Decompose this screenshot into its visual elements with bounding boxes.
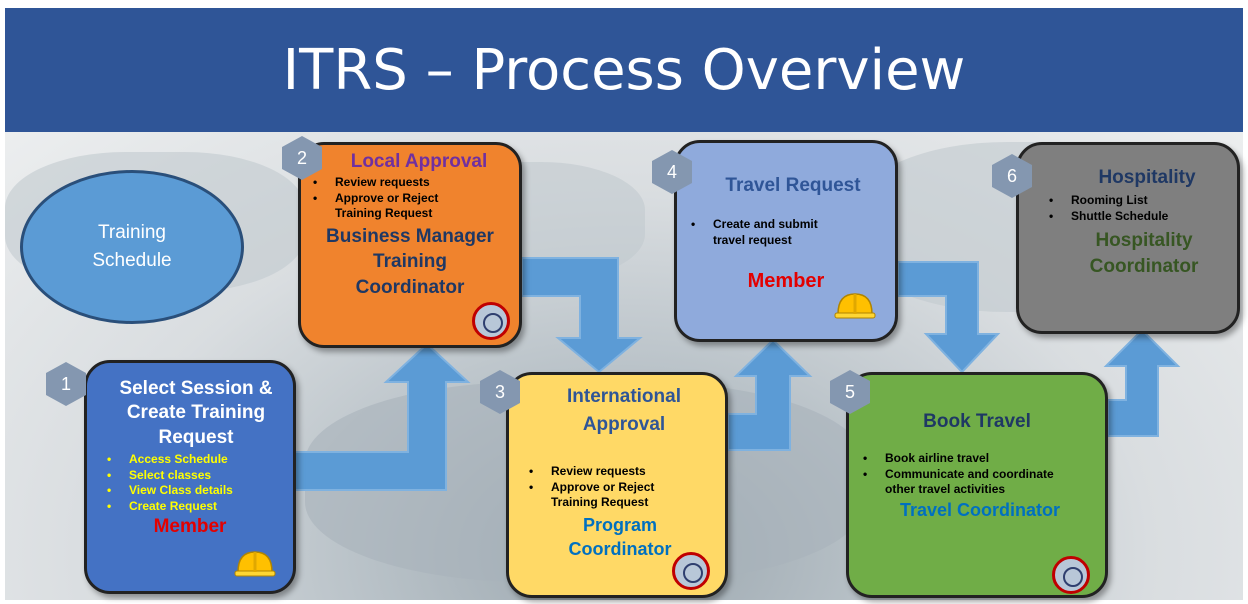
flow-arrow-1-2 bbox=[291, 342, 471, 491]
step-6-title: Hospitality bbox=[1098, 167, 1196, 188]
step-4-number-badge: 4 bbox=[652, 150, 692, 194]
step-1-bullet: Select classes bbox=[101, 468, 293, 484]
step-2-role: Business Manager Training Coordinator bbox=[326, 225, 494, 299]
step-1-number-badge: 1 bbox=[46, 362, 86, 406]
step-3-bullet: Review requests bbox=[523, 464, 725, 480]
step-4-title: Travel Request bbox=[725, 175, 861, 196]
step-2-card: Local Approval Review requests Approve o… bbox=[298, 142, 522, 348]
step-3-number-badge: 3 bbox=[480, 370, 520, 414]
step-5-bullet: Communicate and coordinate other travel … bbox=[857, 467, 1075, 498]
flow-arrow-4-5 bbox=[897, 261, 1001, 374]
training-schedule-node: Training Schedule bbox=[20, 170, 244, 324]
step-1-title: Select Session & Create Training Request bbox=[119, 378, 273, 448]
step-5-bullets: Book airline travel Communicate and coor… bbox=[857, 451, 1105, 498]
step-3-bullet: Approve or Reject Training Request bbox=[523, 480, 701, 511]
step-4-bullet: Create and submit travel request bbox=[685, 217, 833, 248]
step-3-bullets: Review requests Approve or Reject Traini… bbox=[523, 464, 725, 511]
step-1-bullet: Create Request bbox=[101, 499, 293, 515]
step-6-card: Hospitality Rooming List Shuttle Schedul… bbox=[1016, 142, 1240, 334]
hard-hat-icon bbox=[834, 293, 876, 319]
step-1-bullet: Access Schedule bbox=[101, 452, 293, 468]
step-3-role: Program Coordinator bbox=[568, 514, 672, 560]
step-6-bullet: Shuttle Schedule bbox=[1043, 209, 1237, 225]
step-2-bullets: Review requests Approve or Reject Traini… bbox=[307, 175, 519, 222]
page-header: ITRS – Process Overview bbox=[5, 8, 1243, 132]
step-5-title: Book Travel bbox=[923, 411, 1031, 432]
union-seal-icon bbox=[1052, 556, 1090, 594]
step-2-bullet: Approve or Reject Training Request bbox=[307, 191, 485, 222]
step-5-bullet: Book airline travel bbox=[857, 451, 1105, 467]
union-seal-icon bbox=[672, 552, 710, 590]
step-2-title: Local Approval bbox=[350, 151, 488, 172]
training-schedule-label: Training Schedule bbox=[92, 221, 172, 272]
step-1-card: Select Session & Create Training Request… bbox=[84, 360, 296, 594]
page-title: ITRS – Process Overview bbox=[282, 37, 966, 103]
step-4-role: Member bbox=[747, 270, 825, 293]
step-6-role: Hospitality Coordinator bbox=[1089, 230, 1199, 277]
step-3-title: International Approval bbox=[566, 386, 681, 435]
flow-arrow-5-6 bbox=[1103, 328, 1181, 437]
step-1-bullets: Access Schedule Select classes View Clas… bbox=[101, 452, 293, 514]
step-1-role: Member bbox=[153, 516, 227, 538]
step-2-bullet: Review requests bbox=[307, 175, 519, 191]
step-5-role: Travel Coordinator bbox=[899, 499, 1061, 520]
step-5-number-badge: 5 bbox=[830, 370, 870, 414]
union-seal-icon bbox=[472, 302, 510, 340]
step-6-bullets: Rooming List Shuttle Schedule bbox=[1043, 193, 1237, 224]
hard-hat-icon bbox=[234, 551, 276, 577]
step-1-bullet: View Class details bbox=[101, 483, 293, 499]
step-4-bullets: Create and submit travel request bbox=[685, 217, 895, 248]
flow-arrow-3-4 bbox=[727, 338, 813, 451]
flow-arrow-2-3 bbox=[521, 257, 643, 374]
step-6-bullet: Rooming List bbox=[1043, 193, 1237, 209]
